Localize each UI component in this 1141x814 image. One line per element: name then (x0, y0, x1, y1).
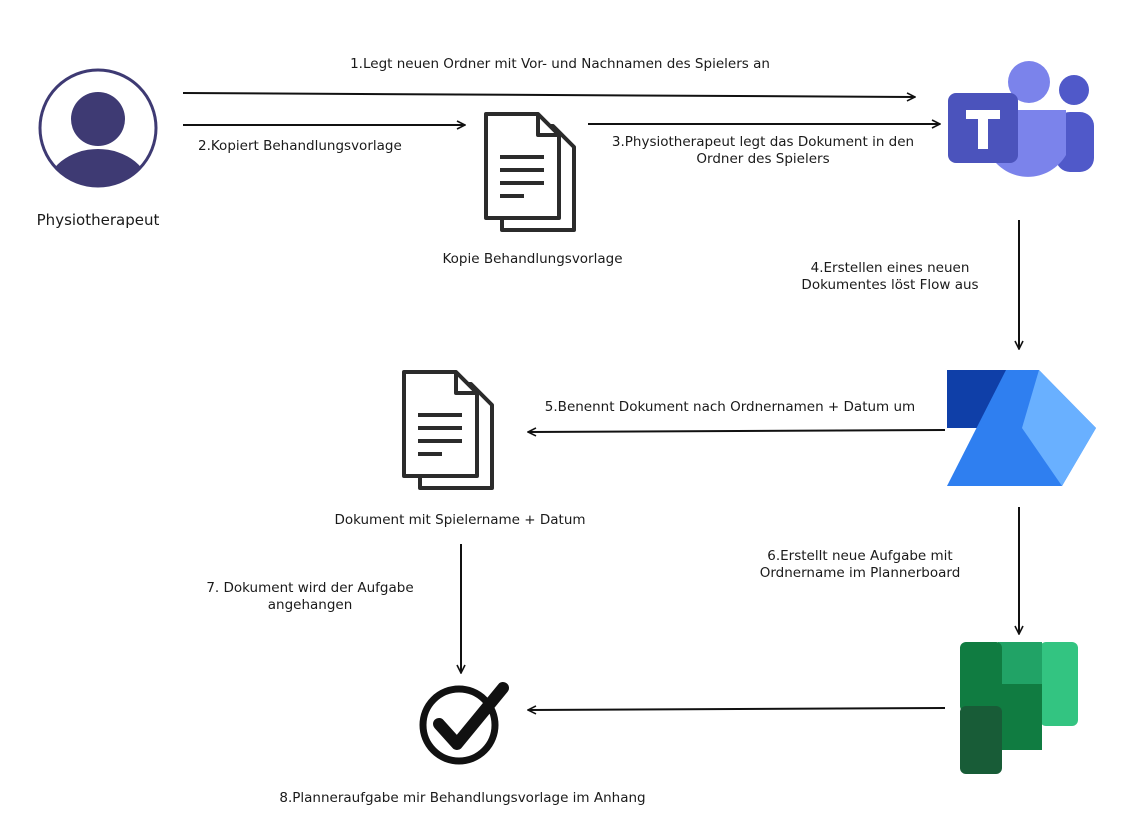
step-5-label: 5.Benennt Dokument nach Ordnernamen + Da… (544, 399, 916, 415)
checkmark-icon (417, 680, 512, 774)
renamed-doc-label: Dokument mit Spielername + Datum (334, 512, 586, 528)
arrow-step-1 (182, 92, 915, 97)
step-6-label-line2: Ordnername im Plannerboard (759, 565, 961, 581)
step-4-label-line1: 4.Erstellen eines neuen (810, 260, 970, 276)
microsoft-teams-icon (944, 60, 1094, 204)
physio-label: Physiotherapeut (36, 211, 160, 229)
step-3-label-line1: 3.Physiotherapeut legt das Dokument in d… (611, 134, 915, 150)
step-7-label-line1: 7. Dokument wird der Aufgabe (206, 580, 414, 596)
arrow-step-8 (528, 708, 946, 710)
arrow-step-5 (528, 430, 946, 432)
step-4-label-line2: Dokumentes löst Flow aus (801, 277, 979, 293)
planner-task-label: 8.Planneraufgabe mir Behandlungsvorlage … (279, 790, 646, 806)
document-icon (482, 110, 582, 239)
step-1-label: 1.Legt neuen Ordner mit Vor- und Nachnam… (350, 56, 770, 72)
template-copy-label: Kopie Behandlungsvorlage (442, 251, 623, 267)
microsoft-planner-icon (958, 640, 1080, 780)
user-avatar-icon (38, 66, 158, 194)
step-7-label-line2: angehangen (267, 597, 353, 613)
document-icon (400, 368, 500, 497)
step-2-label: 2.Kopiert Behandlungsvorlage (198, 138, 402, 154)
power-automate-icon (944, 366, 1099, 495)
step-3-label-line2: Ordner des Spielers (696, 151, 830, 167)
step-6-label-line1: 6.Erstellt neue Aufgabe mit (767, 548, 953, 564)
